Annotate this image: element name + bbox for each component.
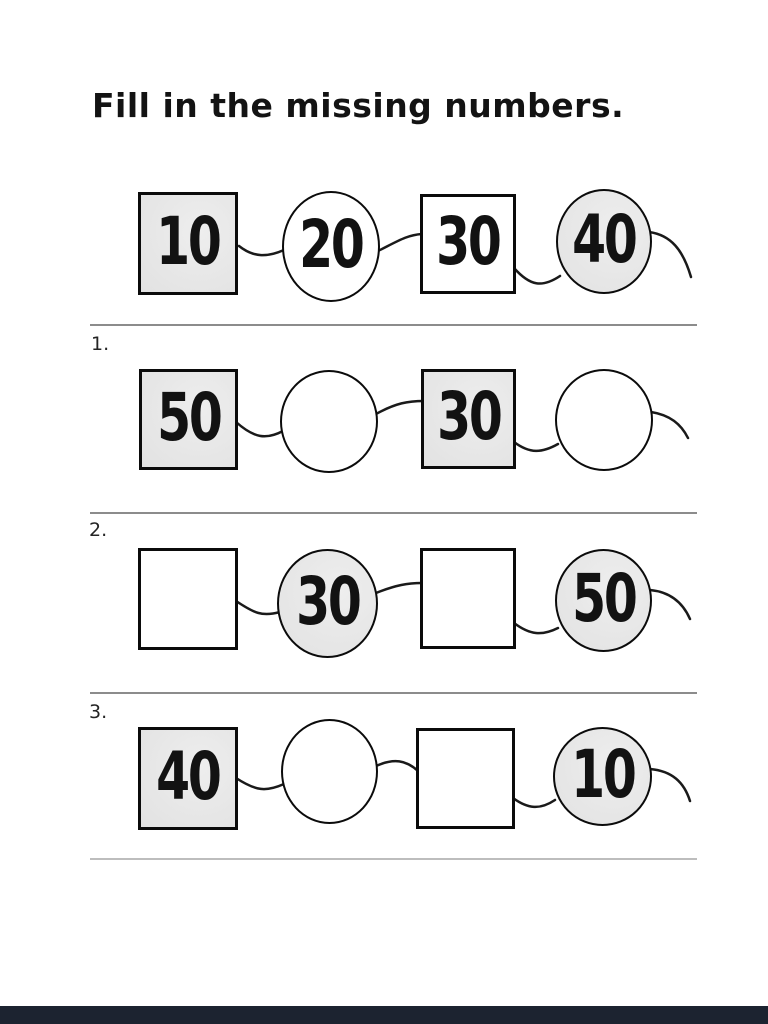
trailing-line xyxy=(648,588,692,621)
problem-2-label: 2. xyxy=(89,519,108,541)
problem-2-circle-2: 50 xyxy=(555,549,652,652)
connector-line xyxy=(374,399,426,416)
problem-2-answer-square-2 xyxy=(420,548,516,649)
trailing-line xyxy=(648,767,692,803)
problem-1-label: 1. xyxy=(91,333,110,355)
trailing-line xyxy=(647,230,693,279)
connector-line xyxy=(234,776,286,791)
problem-2-answer-square-1 xyxy=(138,548,238,650)
example-cell-circle-2: 40 xyxy=(556,189,652,294)
trailing-line xyxy=(649,410,690,440)
connector-line xyxy=(512,621,560,635)
cell-number: 30 xyxy=(436,203,502,280)
problem-3-label: 3. xyxy=(89,701,108,723)
page-bottom-bar xyxy=(0,1006,768,1024)
problem-3-square-1: 40 xyxy=(138,727,238,830)
problem-1-answer-circle-1 xyxy=(280,370,378,473)
problem-3-answer-square-2 xyxy=(416,728,515,829)
section-divider xyxy=(90,858,697,860)
connector-line xyxy=(374,581,424,595)
problem-2-circle-1: 30 xyxy=(277,549,378,658)
cell-number: 10 xyxy=(156,202,222,280)
cell-number: 40 xyxy=(572,200,638,278)
connector-line xyxy=(234,420,285,438)
example-cell-circle-1: 20 xyxy=(282,191,380,302)
problem-1-square-1: 50 xyxy=(139,369,238,470)
cell-number: 50 xyxy=(571,559,638,637)
connector-line xyxy=(512,440,560,453)
cell-number: 20 xyxy=(299,205,365,283)
section-divider xyxy=(90,324,697,326)
problem-3-answer-circle-1 xyxy=(281,719,378,824)
page-title: Fill in the missing numbers. xyxy=(92,86,625,125)
cell-number: 50 xyxy=(156,378,223,456)
connector-line xyxy=(374,759,420,773)
cell-number: 30 xyxy=(436,378,503,455)
section-divider xyxy=(90,512,697,514)
example-cell-square-2: 30 xyxy=(420,194,516,294)
connector-line xyxy=(511,796,557,809)
section-divider xyxy=(90,692,697,694)
connector-line xyxy=(234,599,282,616)
connector-line xyxy=(237,244,286,257)
problem-1-square-2: 30 xyxy=(421,369,516,469)
cell-number: 40 xyxy=(156,737,222,815)
connector-line xyxy=(376,232,424,253)
problem-1-answer-circle-2 xyxy=(555,369,653,471)
connector-line xyxy=(512,266,562,285)
cell-number: 30 xyxy=(295,562,362,640)
problem-3-circle-2: 10 xyxy=(553,727,652,826)
example-cell-square-1: 10 xyxy=(138,192,238,295)
cell-number: 10 xyxy=(570,735,637,813)
